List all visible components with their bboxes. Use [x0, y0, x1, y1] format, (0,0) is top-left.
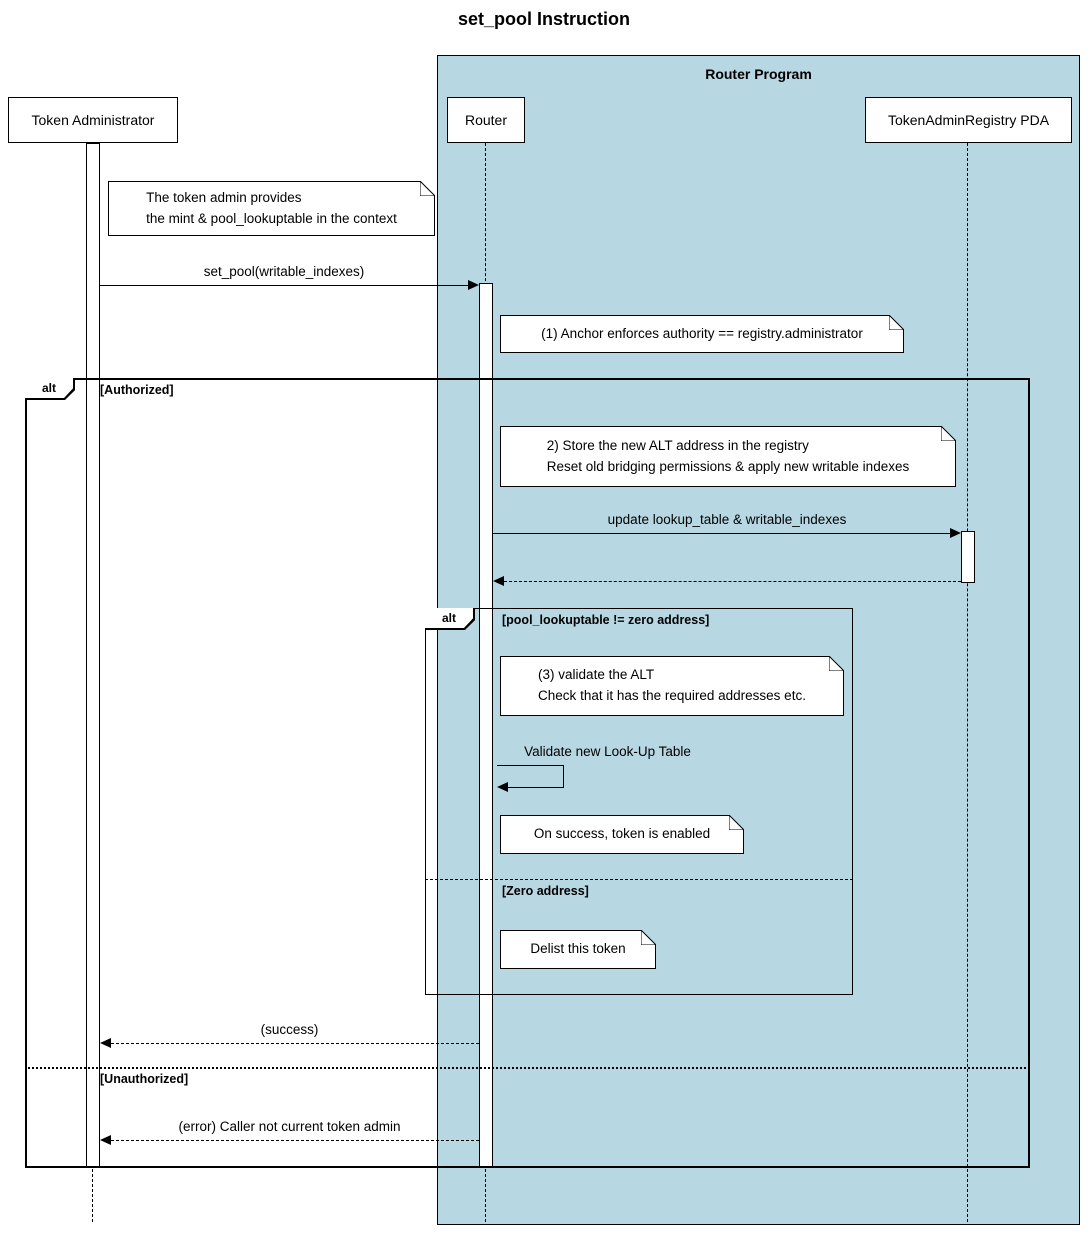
note-text: On success, token is enabled — [533, 826, 711, 842]
participant-label: Router — [464, 112, 508, 128]
msg-set-pool-line — [100, 285, 469, 286]
alt-divider-inner — [425, 879, 853, 880]
msg-success-arrowhead-icon — [100, 1038, 111, 1048]
msg-registry-return-arrowhead-icon — [493, 576, 504, 586]
alt-tag-outer: alt — [25, 378, 75, 400]
note-text: The token admin provides the mint & pool… — [146, 189, 397, 226]
note-store-alt: 2) Store the new ALT address in the regi… — [500, 426, 956, 487]
msg-update-lookup-arrowhead-icon — [950, 528, 961, 538]
msg-update-lookup-line — [493, 533, 950, 534]
msg-self-validate-vertical-line — [563, 765, 564, 787]
note-fold-icon — [420, 181, 435, 196]
msg-error-line — [111, 1140, 479, 1141]
alt-frame-authorized — [25, 378, 1030, 1168]
participant-router: Router — [447, 97, 525, 143]
note-fold-icon — [889, 315, 904, 330]
alt-frame-lookuptable — [425, 608, 853, 995]
note-fold-icon — [829, 656, 844, 671]
router-program-frame: Router Program — [437, 55, 1080, 1225]
note-success-enabled: On success, token is enabled — [500, 815, 744, 854]
note-anchor-authority: (1) Anchor enforces authority == registr… — [500, 315, 904, 353]
guard-zero-address: [Zero address] — [502, 884, 589, 898]
note-text: Delist this token — [530, 941, 626, 957]
msg-self-validate-bottom-line — [508, 787, 564, 788]
msg-self-validate-arrowhead-icon — [497, 782, 508, 792]
page-title: set_pool Instruction — [457, 9, 630, 29]
activation-registry-pda — [961, 531, 975, 583]
msg-set-pool-label: set_pool(writable_indexes) — [203, 264, 365, 279]
alt-tag-inner-frame: alt — [425, 608, 475, 630]
note-fold-icon — [941, 426, 956, 441]
note-fold-icon — [641, 930, 656, 945]
guard-authorized: [Authorized] — [100, 383, 174, 397]
note-text: (3) validate the ALT Check that it has t… — [538, 667, 806, 703]
guard-pool-lookuptable-nonzero: [pool_lookuptable != zero address] — [502, 613, 710, 627]
guard-unauthorized: [Unauthorized] — [100, 1072, 189, 1086]
msg-error-label: (error) Caller not current token admin — [178, 1119, 401, 1134]
note-delist-token: Delist this token — [500, 930, 656, 969]
participant-label: Token Administrator — [31, 112, 155, 128]
note-validate-alt: (3) validate the ALT Check that it has t… — [500, 656, 844, 716]
note-text: 2) Store the new ALT address in the regi… — [546, 437, 910, 474]
participant-token-admin-registry-pda: TokenAdminRegistry PDA — [865, 97, 1072, 143]
msg-error-arrowhead-icon — [100, 1135, 111, 1145]
participant-label: TokenAdminRegistry PDA — [887, 112, 1050, 128]
msg-self-validate-label: Validate new Look-Up Table — [524, 744, 691, 759]
msg-success-line — [111, 1043, 479, 1044]
note-token-admin-context: The token admin provides the mint & pool… — [108, 181, 435, 236]
participant-token-administrator: Token Administrator — [8, 97, 178, 143]
alt-tag-label: alt — [425, 608, 473, 628]
alt-tag-label: alt — [25, 378, 73, 398]
msg-success-label: (success) — [260, 1022, 319, 1037]
msg-self-validate-top-line — [497, 765, 563, 766]
alt-divider-outer — [25, 1067, 1030, 1069]
note-fold-icon — [729, 815, 744, 830]
msg-set-pool-arrowhead-icon — [468, 280, 479, 290]
router-program-label: Router Program — [705, 66, 812, 82]
msg-registry-return-line — [504, 581, 961, 582]
msg-update-lookup-label: update lookup_table & writable_indexes — [607, 512, 847, 527]
lifeline-token-admin-registry-pda — [967, 143, 968, 1222]
note-text: (1) Anchor enforces authority == registr… — [541, 325, 863, 341]
